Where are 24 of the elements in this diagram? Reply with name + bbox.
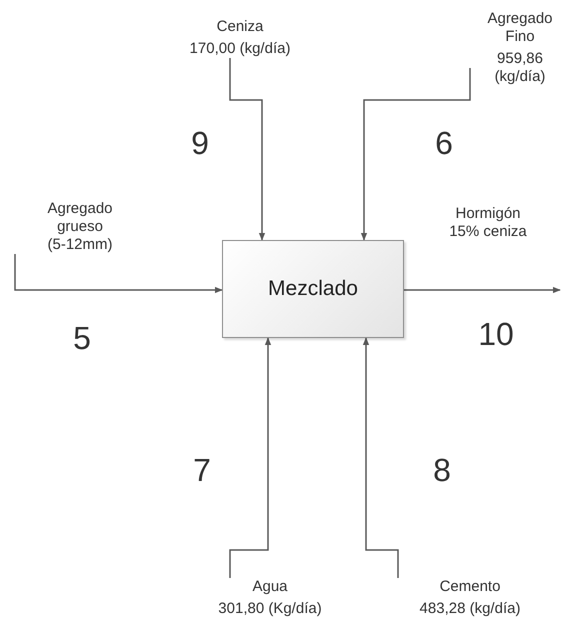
- process-label: Mezclado: [268, 277, 358, 301]
- stream-number: 10: [477, 316, 515, 352]
- process-box: [222, 240, 404, 338]
- arrow: [14, 254, 223, 294]
- flow-rate-label: 483,28 (kg/día): [420, 600, 520, 618]
- stream-number: 7: [192, 452, 212, 488]
- stream-number: 8: [432, 452, 452, 488]
- stream-label: Agregado grueso (5-12mm): [46, 200, 114, 254]
- stream-label: Cemento: [440, 578, 500, 596]
- flow-rate-label: 301,80 (Kg/día): [218, 600, 322, 618]
- stream-label: Ceniza: [216, 18, 264, 36]
- stream-label: Agua: [252, 578, 288, 596]
- arrow: [404, 286, 561, 294]
- flow-rate-label: 170,00 (kg/día): [190, 40, 290, 58]
- arrow: [360, 68, 471, 241]
- stream-number: 5: [72, 320, 92, 356]
- arrow: [362, 337, 399, 578]
- stream-number: 6: [434, 125, 454, 161]
- stream-label: Agregado Fino: [486, 10, 554, 46]
- arrow: [229, 58, 266, 241]
- stream-label: Hormigón 15% ceniza: [448, 205, 528, 241]
- arrow: [229, 337, 272, 578]
- flow-rate-label: 959,86 (kg/día): [494, 50, 546, 86]
- stream-number: 9: [190, 125, 210, 161]
